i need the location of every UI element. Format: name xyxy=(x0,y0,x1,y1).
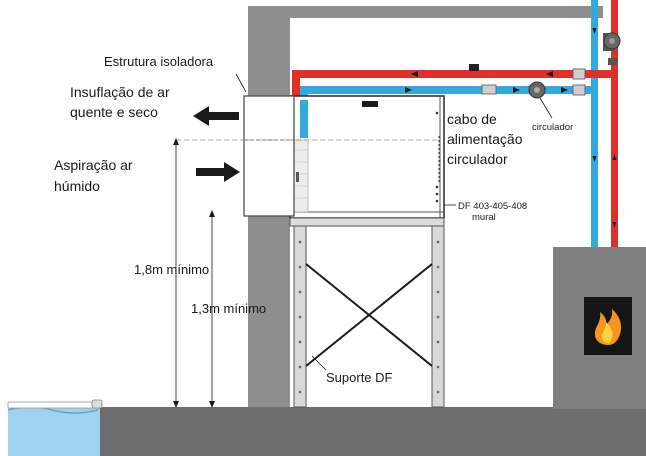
arrow-right-icon xyxy=(196,162,240,182)
unit-body xyxy=(289,95,445,219)
pool-water xyxy=(8,408,100,456)
floor xyxy=(100,407,646,456)
label-altura-1-8: 1,8m mínimo xyxy=(134,262,209,277)
label-aspiracao-1: Aspiração ar xyxy=(54,157,133,173)
heat-pump-unit xyxy=(289,95,445,219)
unit-display xyxy=(362,101,378,107)
label-modelo-1: DF 403-405-408 xyxy=(458,201,527,212)
label-suporte: Suporte DF xyxy=(326,370,393,385)
height-dimension-1-3 xyxy=(209,210,215,408)
support-frame xyxy=(289,217,445,408)
hot-pipe-vertical xyxy=(611,0,618,247)
label-insuflacao-1: Insuflação de ar xyxy=(70,84,170,100)
stove xyxy=(553,247,646,409)
label-altura-1-3: 1,3m mínimo xyxy=(191,301,266,316)
label-cabo-1: cabo de xyxy=(447,111,497,127)
label-modelo-2: mural xyxy=(472,212,496,223)
air-duct xyxy=(176,95,440,217)
cold-pipe-horizontal xyxy=(300,86,597,94)
pool xyxy=(7,399,103,456)
height-dimension-1-8 xyxy=(173,138,179,408)
label-cabo-3: circulador xyxy=(447,151,508,167)
cold-pipe-vertical xyxy=(591,0,598,247)
circulator-pump-icon xyxy=(528,81,546,99)
label-aspiracao-2: húmido xyxy=(54,178,100,194)
circulator-pump-icon xyxy=(603,32,621,65)
label-estrutura: Estrutura isoladora xyxy=(104,54,214,69)
arrow-left-icon xyxy=(193,106,239,126)
ceiling xyxy=(248,6,603,18)
hot-pipe-horizontal xyxy=(292,70,612,78)
label-circulador: circulador xyxy=(532,122,573,133)
label-insuflacao-2: quente e seco xyxy=(70,104,158,120)
label-cabo-2: alimentação xyxy=(447,131,523,147)
